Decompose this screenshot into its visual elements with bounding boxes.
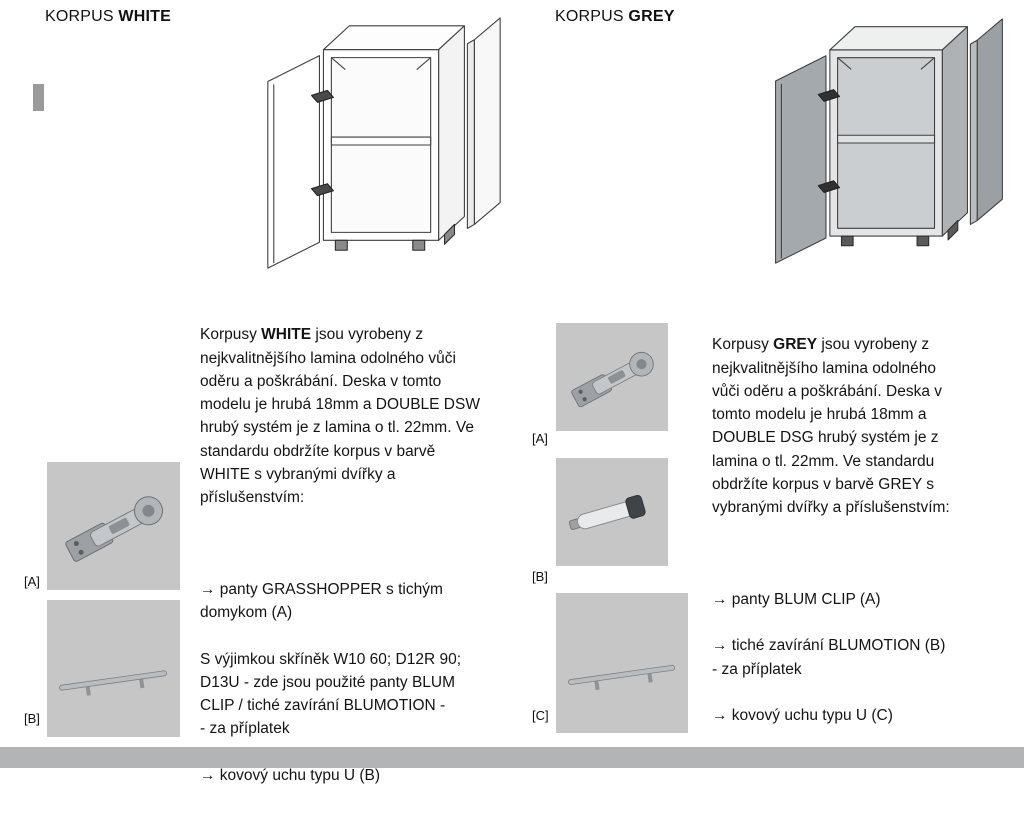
title-brand: GREY	[628, 8, 675, 25]
korpus-grey-description: Korpusy GREY jsou vyrobeny z nejkvalitně…	[712, 310, 1012, 774]
figure-label-b-white: [B]	[24, 711, 40, 726]
feature-list: → panty GRASSHOPPER s tichým domykom (A)…	[200, 555, 525, 811]
figure-label-b-grey: [B]	[532, 569, 548, 584]
scan-artifact	[33, 84, 44, 111]
figure-label-a-white: [A]	[24, 574, 40, 589]
hinge-photo	[65, 496, 163, 562]
cabinet-diagram-grey	[762, 4, 1014, 282]
figure-handle-grey	[556, 593, 688, 733]
paragraph-rest: jsou vyrobeny z nejkvalitnějšího lamina …	[712, 336, 950, 516]
feature-list: → panty BLUM CLIP (A) → tiché zavírání B…	[712, 565, 1012, 751]
description-paragraph: Korpusy WHITE jsou vyrobeny z nejkvalitn…	[200, 323, 525, 509]
korpus-grey-title: KORPUS GREY	[555, 8, 675, 26]
korpus-white-title: KORPUS WHITE	[45, 8, 171, 26]
list-item: → kovový uchu typu U (C)	[712, 707, 893, 724]
figure-label-a-grey: [A]	[532, 431, 548, 446]
paragraph-lead: Korpusy	[200, 326, 262, 344]
figure-hinge-white	[47, 462, 180, 590]
figure-label-c-grey: [C]	[532, 708, 549, 723]
paragraph-rest: jsou vyrobeny z nejkvalitnějšího lamina …	[200, 326, 480, 506]
list-item: → panty GRASSHOPPER s tichým domykom (A)	[200, 580, 443, 621]
figure-handle-white	[47, 600, 180, 737]
paragraph-lead: Korpusy	[712, 336, 774, 354]
description-paragraph: Korpusy GREY jsou vyrobeny z nejkvalitně…	[712, 333, 1012, 519]
list-item: → panty BLUM CLIP (A)	[712, 590, 881, 608]
damper-photo	[568, 494, 646, 530]
title-prefix: KORPUS	[45, 8, 119, 25]
list-item: S výjimkou skříněk W10 60; D12R 90; D13U…	[200, 650, 462, 738]
catalog-page: KORPUS WHITE Korpusy WHITE jsou vyrobeny…	[0, 4, 1024, 784]
cabinet-white-drawing	[267, 17, 501, 269]
handle-photo	[568, 664, 676, 691]
cabinet-grey-drawing	[775, 18, 1003, 264]
paragraph-brand: WHITE	[261, 326, 312, 344]
paragraph-brand: GREY	[773, 336, 818, 354]
title-brand: WHITE	[118, 8, 171, 25]
bottom-scan-bar	[0, 747, 1024, 768]
figure-hinge-grey	[556, 323, 668, 431]
title-prefix: KORPUS	[555, 8, 629, 25]
hinge-photo	[571, 351, 654, 408]
handle-photo	[59, 670, 167, 696]
cabinet-diagram-white	[252, 6, 514, 284]
list-item: → tiché zavírání BLUMOTION (B) - za příp…	[712, 637, 946, 678]
figure-damper-grey	[556, 458, 668, 566]
